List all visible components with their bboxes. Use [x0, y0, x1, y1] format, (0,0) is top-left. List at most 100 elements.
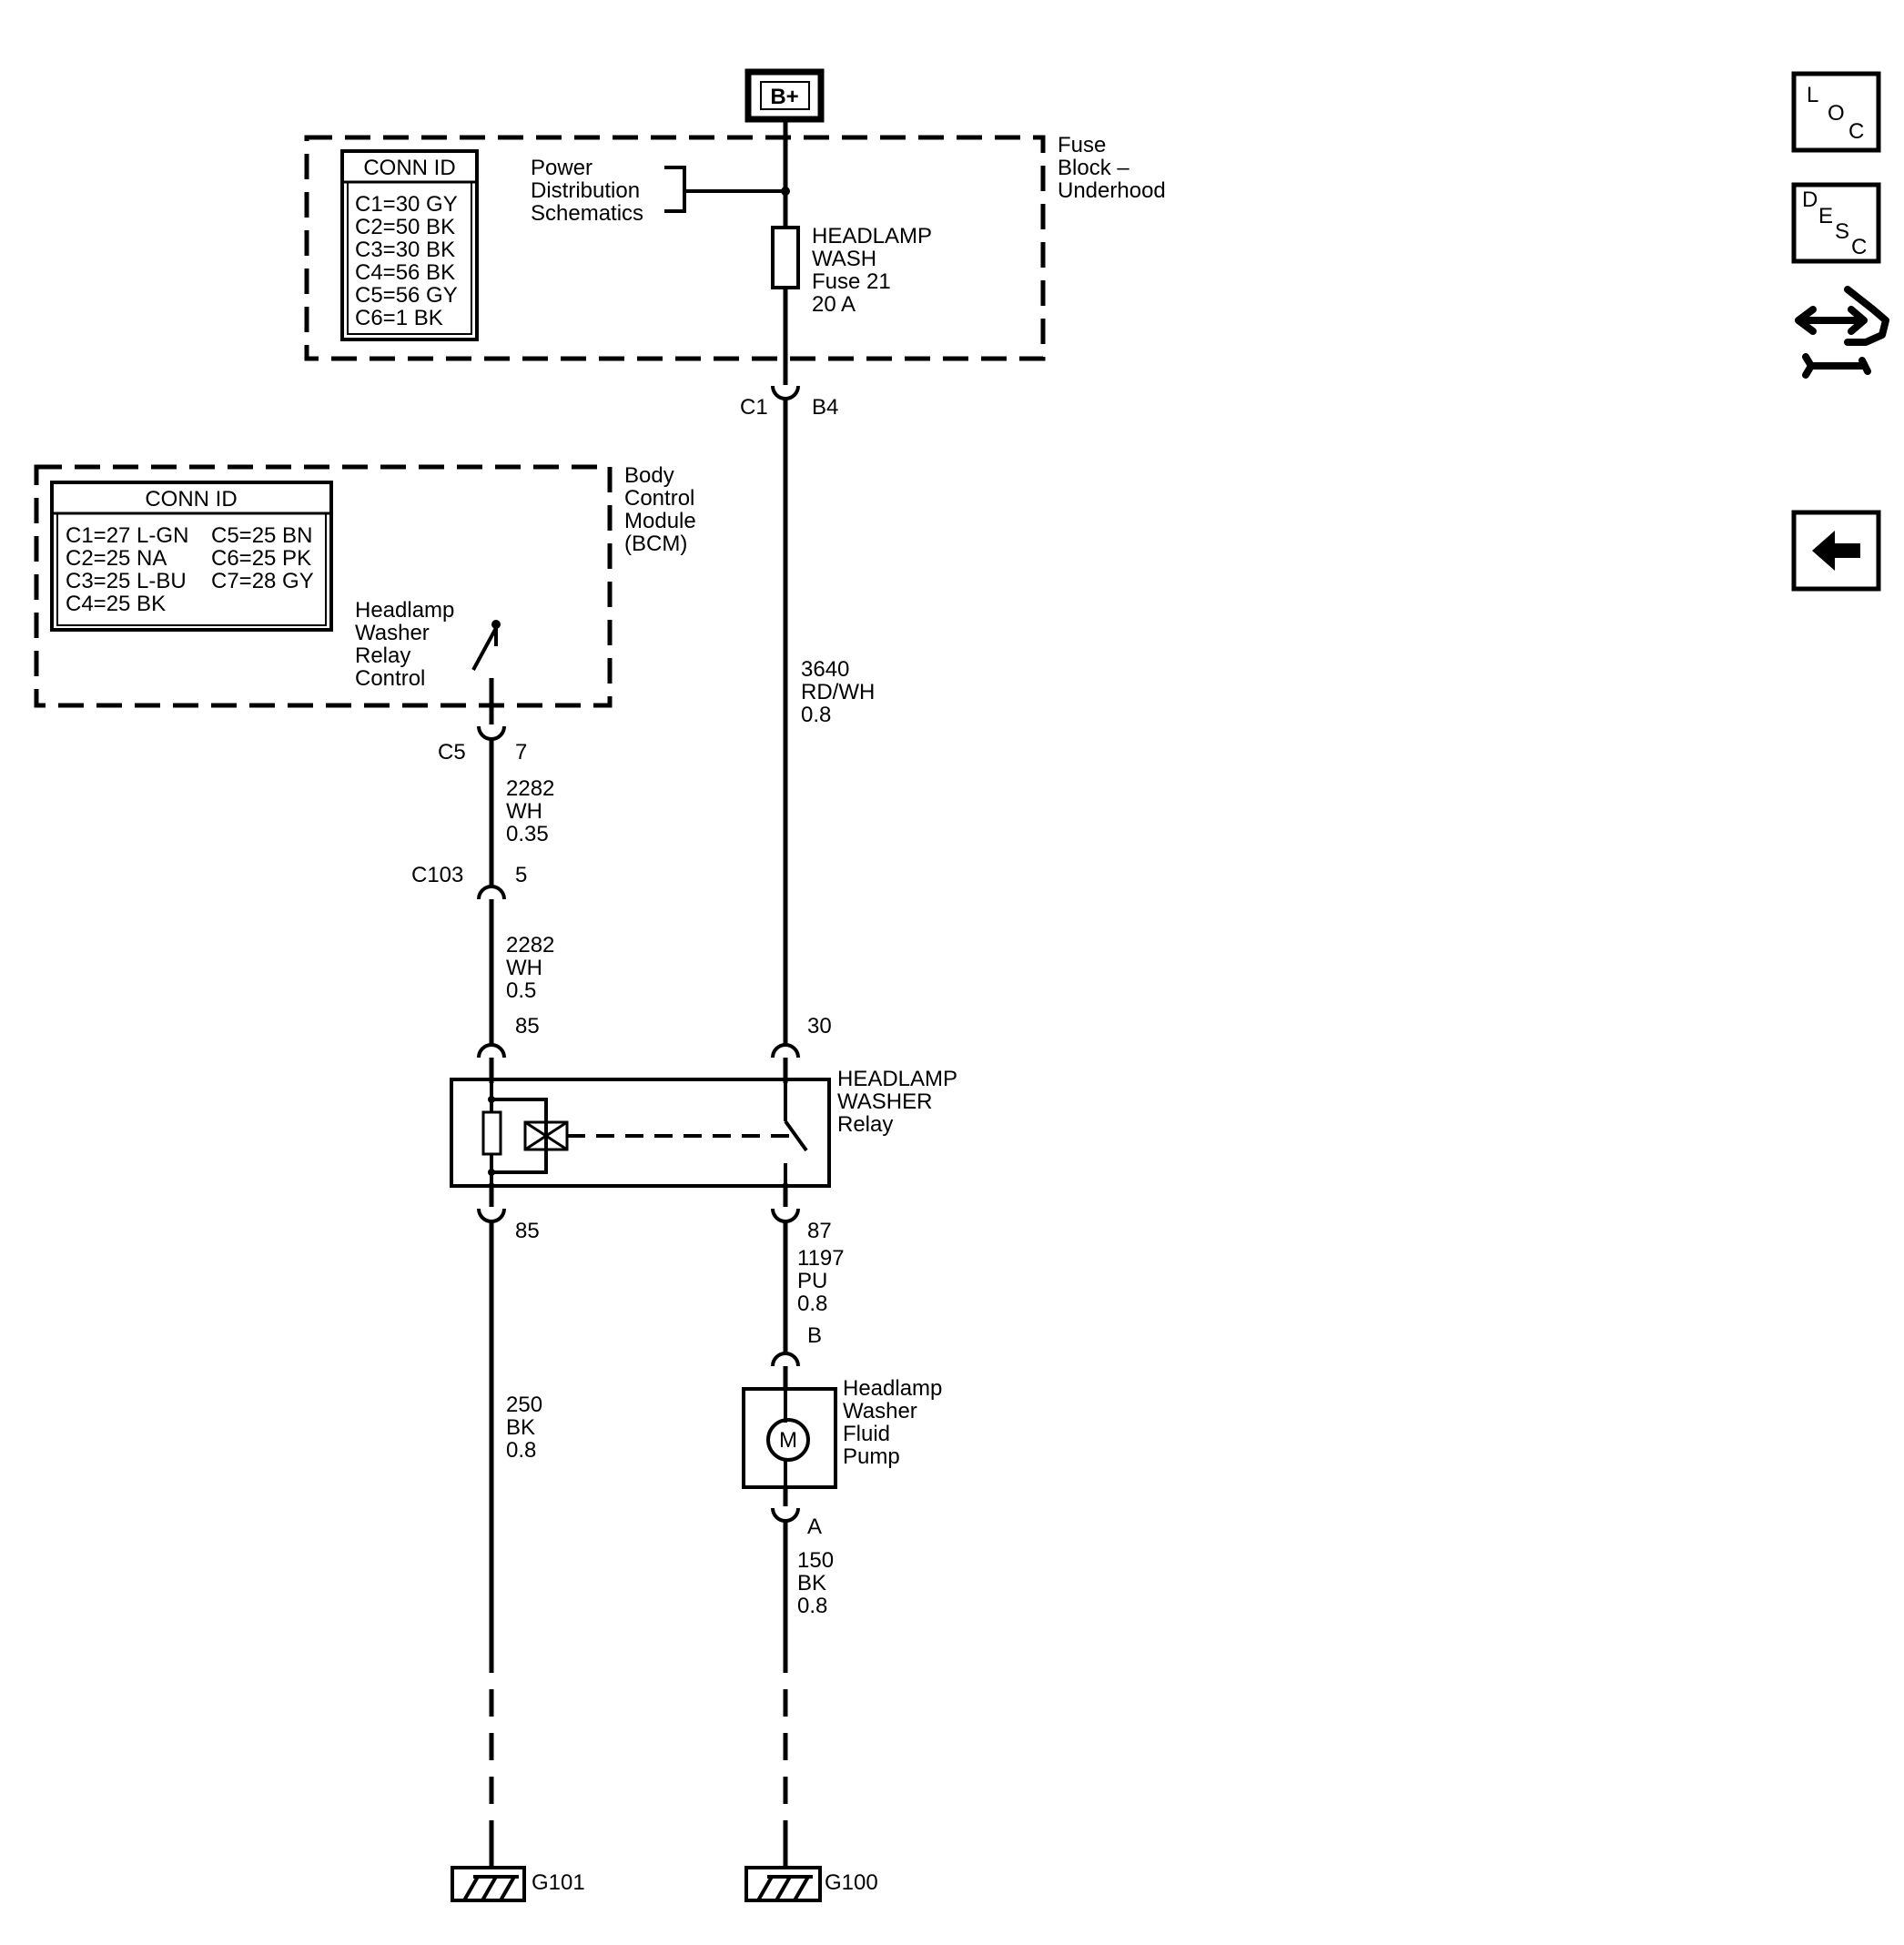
wire-label: 0.8 — [797, 1594, 827, 1618]
pump-label: Pump — [843, 1444, 900, 1469]
connector-c103-5 — [477, 885, 506, 900]
wire-label: 0.8 — [797, 1292, 827, 1316]
bcm-conn-entry: C5=25 BN — [211, 523, 312, 548]
wire-label: 2282 — [506, 933, 554, 957]
bcm-conn-entry: C6=25 PK — [211, 546, 311, 571]
fuse-block-title-1: Fuse — [1058, 133, 1106, 157]
fuse-conn-entry: C3=30 BK — [355, 238, 455, 262]
fuse-block-conn-id-box — [340, 149, 479, 341]
bcm-switch-label: Control — [355, 666, 425, 691]
connector-repair-icon — [1795, 286, 1889, 379]
connector-relay-30-in — [771, 1043, 800, 1059]
desc-letter: C — [1851, 235, 1867, 259]
connector-pump-b — [771, 1352, 800, 1367]
fuse-label: Fuse 21 — [812, 269, 891, 294]
relay-pin-label: 85 — [515, 1219, 540, 1243]
pump-label: Washer — [843, 1399, 917, 1423]
desc-letter: D — [1802, 187, 1818, 212]
ground-label: G100 — [825, 1870, 878, 1895]
bcm-switch-label: Headlamp — [355, 598, 454, 623]
power-distribution-label: Distribution — [531, 178, 640, 203]
fuse-conn-entry: C6=1 BK — [355, 306, 443, 330]
bcm-conn-entry: C7=28 GY — [211, 569, 314, 593]
back-button[interactable] — [1791, 510, 1881, 592]
bcm-conn-entry: C2=25 NA — [66, 546, 167, 571]
wire-label: 0.8 — [801, 703, 831, 727]
bcm-switch-label: Relay — [355, 643, 410, 668]
relay-pin-label: 85 — [515, 1014, 540, 1038]
bcm-conn-id-header: CONN ID — [145, 487, 237, 512]
wire-label: BK — [506, 1415, 535, 1440]
pump-label: Fluid — [843, 1422, 890, 1446]
fuse-block-title-3: Underhood — [1058, 178, 1166, 203]
bcm-title: Module — [624, 509, 696, 533]
ground-g100-icon — [744, 1848, 822, 1902]
power-distribution-label: Schematics — [531, 201, 643, 226]
wire-label: 0.8 — [506, 1438, 536, 1463]
bcm-conn-id-box — [50, 481, 333, 632]
bcm-switch-label: Washer — [355, 621, 430, 645]
connector-relay-85-out — [477, 1208, 506, 1223]
desc-letter: S — [1835, 219, 1849, 244]
wire-label: 150 — [797, 1548, 834, 1573]
wire-label: RD/WH — [801, 680, 875, 704]
ground-label: G101 — [532, 1870, 585, 1895]
loc-letter: C — [1848, 119, 1864, 144]
fuse-label: 20 A — [812, 292, 856, 317]
bcm-title: Control — [624, 486, 694, 511]
fuse-conn-id-header: CONN ID — [363, 156, 455, 180]
bcm-title: Body — [624, 463, 674, 488]
arrow-left-icon — [1812, 531, 1860, 571]
connector-c5-7 — [477, 725, 506, 741]
desc-button[interactable]: D E S C — [1791, 182, 1881, 264]
pump-label: Headlamp — [843, 1376, 942, 1401]
connector-repair-button[interactable] — [1795, 286, 1889, 379]
fuse-block-title-2: Block – — [1058, 156, 1129, 180]
bcm-conn-entry: C1=27 L-GN — [66, 523, 188, 548]
pin-label: B4 — [812, 395, 838, 420]
relay-pin-label: 87 — [807, 1219, 832, 1243]
fuse-conn-entry: C4=56 BK — [355, 260, 455, 285]
bcm-conn-entry: C4=25 BK — [66, 592, 166, 616]
headlamp-washer-fluid-pump — [742, 1387, 837, 1489]
relay-pin-label: 30 — [807, 1014, 832, 1038]
connector-label: C1 — [740, 395, 768, 420]
pump-pin-label: B — [807, 1323, 822, 1348]
motor-symbol: M — [779, 1428, 797, 1453]
wire-label: 2282 — [506, 776, 554, 801]
pump-pin-label: A — [807, 1514, 822, 1539]
wire-label: 0.35 — [506, 822, 549, 846]
loc-button[interactable]: L O C — [1791, 71, 1881, 153]
desc-letter: E — [1818, 204, 1833, 228]
fuse-conn-entry: C1=30 GY — [355, 192, 458, 217]
wire-label: 0.5 — [506, 978, 536, 1003]
connector-relay-87-out — [771, 1208, 800, 1223]
loc-letter: L — [1807, 83, 1818, 107]
loc-letter: O — [1828, 101, 1845, 126]
relay-label: WASHER — [837, 1089, 932, 1114]
relay-label: Relay — [837, 1112, 893, 1137]
fuse-conn-entry: C5=56 GY — [355, 283, 458, 308]
bcm-conn-entry: C3=25 L-BU — [66, 569, 187, 593]
splice-dot — [781, 187, 790, 196]
pin-label: 7 — [515, 740, 527, 765]
connector-relay-85-in — [477, 1043, 506, 1059]
fuse-label: HEADLAMP — [812, 224, 932, 248]
connector-c1-b4 — [771, 385, 800, 400]
wire-label: WH — [506, 799, 542, 824]
fuse-21 — [771, 226, 800, 289]
fuse-label: WASH — [812, 247, 876, 271]
wire-label: 3640 — [801, 657, 849, 682]
wire-label: 250 — [506, 1393, 542, 1417]
pin-label: 5 — [515, 863, 527, 887]
power-distribution-bracket — [664, 166, 785, 213]
wire-label: BK — [797, 1571, 826, 1596]
power-source-label: B+ — [770, 85, 798, 109]
motor-icon — [766, 1418, 810, 1462]
ground-g101-icon — [451, 1848, 526, 1902]
power-distribution-label: Power — [531, 156, 592, 180]
wire-label: WH — [506, 956, 542, 980]
connector-label: C103 — [411, 863, 463, 887]
wire-label: 1197 — [797, 1246, 845, 1271]
